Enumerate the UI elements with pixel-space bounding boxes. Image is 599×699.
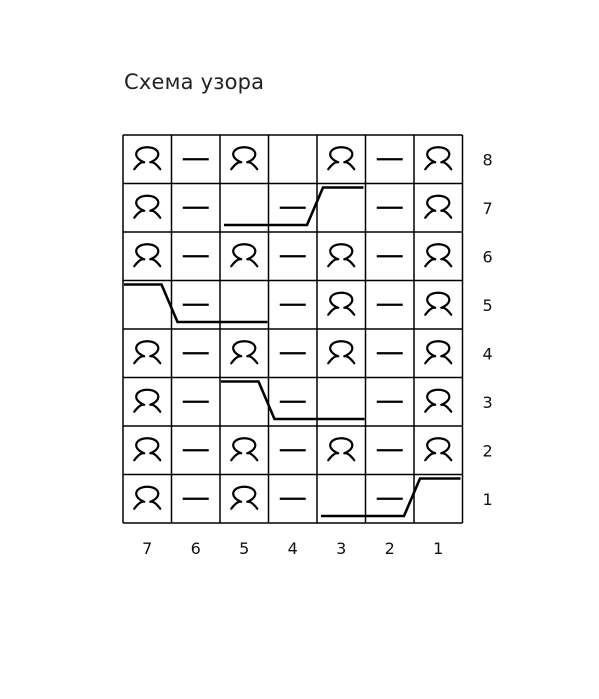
chart-grid [122, 134, 464, 524]
loop-icon [327, 291, 356, 316]
row-label: 3 [483, 393, 493, 412]
chart-symbols [133, 146, 453, 510]
column-label: 4 [288, 539, 298, 558]
row-label: 4 [483, 344, 493, 363]
row-label: 8 [483, 150, 493, 169]
loop-icon [327, 340, 356, 365]
loop-icon [133, 437, 162, 462]
loop-icon [230, 485, 259, 510]
loop-icon [133, 388, 162, 413]
loop-icon [133, 340, 162, 365]
loop-icon [424, 291, 453, 316]
loop-icon [424, 146, 453, 171]
column-label: 5 [239, 539, 249, 558]
column-label: 3 [336, 539, 346, 558]
loop-icon [424, 340, 453, 365]
loop-icon [133, 146, 162, 171]
loop-icon [424, 243, 453, 268]
column-label: 6 [191, 539, 201, 558]
loop-icon [230, 340, 259, 365]
row-label: 6 [483, 247, 493, 266]
loop-icon [133, 485, 162, 510]
loop-icon [327, 243, 356, 268]
column-label: 2 [385, 539, 395, 558]
cable-crossing-line [224, 186, 364, 227]
row-label: 1 [483, 490, 493, 509]
cable-crossing-line [221, 380, 365, 421]
loop-icon [424, 388, 453, 413]
cable-crossing-line [321, 477, 461, 518]
chart-labels: 8 7 6 5 4 3 2 1 7 6 5 4 3 2 1 [142, 150, 493, 558]
loop-icon [230, 437, 259, 462]
loop-icon [327, 437, 356, 462]
row-label: 7 [483, 199, 493, 218]
cable-crossing-line [124, 283, 268, 324]
column-label: 1 [433, 539, 443, 558]
loop-icon [230, 146, 259, 171]
cable-crossings [124, 186, 461, 518]
column-label: 7 [142, 539, 152, 558]
loop-icon [133, 194, 162, 219]
loop-icon [424, 437, 453, 462]
loop-icon [133, 243, 162, 268]
loop-icon [424, 194, 453, 219]
row-label: 5 [483, 296, 493, 315]
row-label: 2 [483, 441, 493, 460]
loop-icon [327, 146, 356, 171]
chart-title: Схема узора [124, 70, 265, 94]
loop-icon [230, 243, 259, 268]
